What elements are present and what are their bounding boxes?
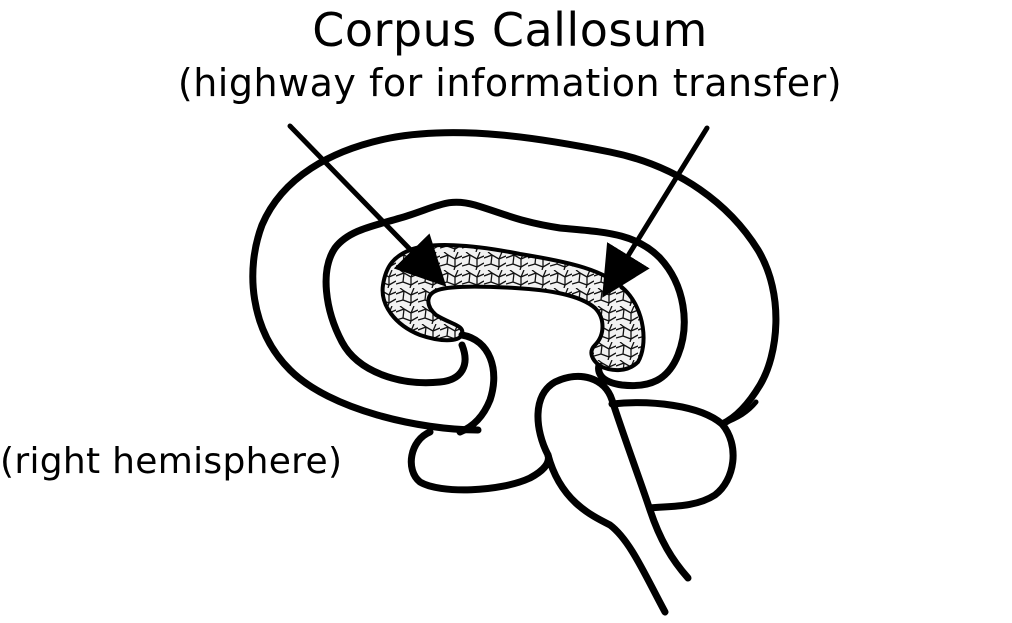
cerebellum [608,399,737,512]
diagram-title: Corpus Callosum [312,3,708,57]
cerebellum-connector [719,399,759,427]
brainstem-anterior [544,451,669,616]
cerebrum-outline [249,129,780,434]
temporal-lobe [407,428,552,494]
diagram-subtitle: (highway for information transfer) [177,61,843,105]
arrow-right [602,125,710,298]
cingulate-gyrus [322,198,688,390]
arrow-left [287,123,447,287]
right-hemisphere-label: (right hemisphere) [0,441,343,482]
brainstem [534,372,692,582]
fornix-line [456,331,498,436]
